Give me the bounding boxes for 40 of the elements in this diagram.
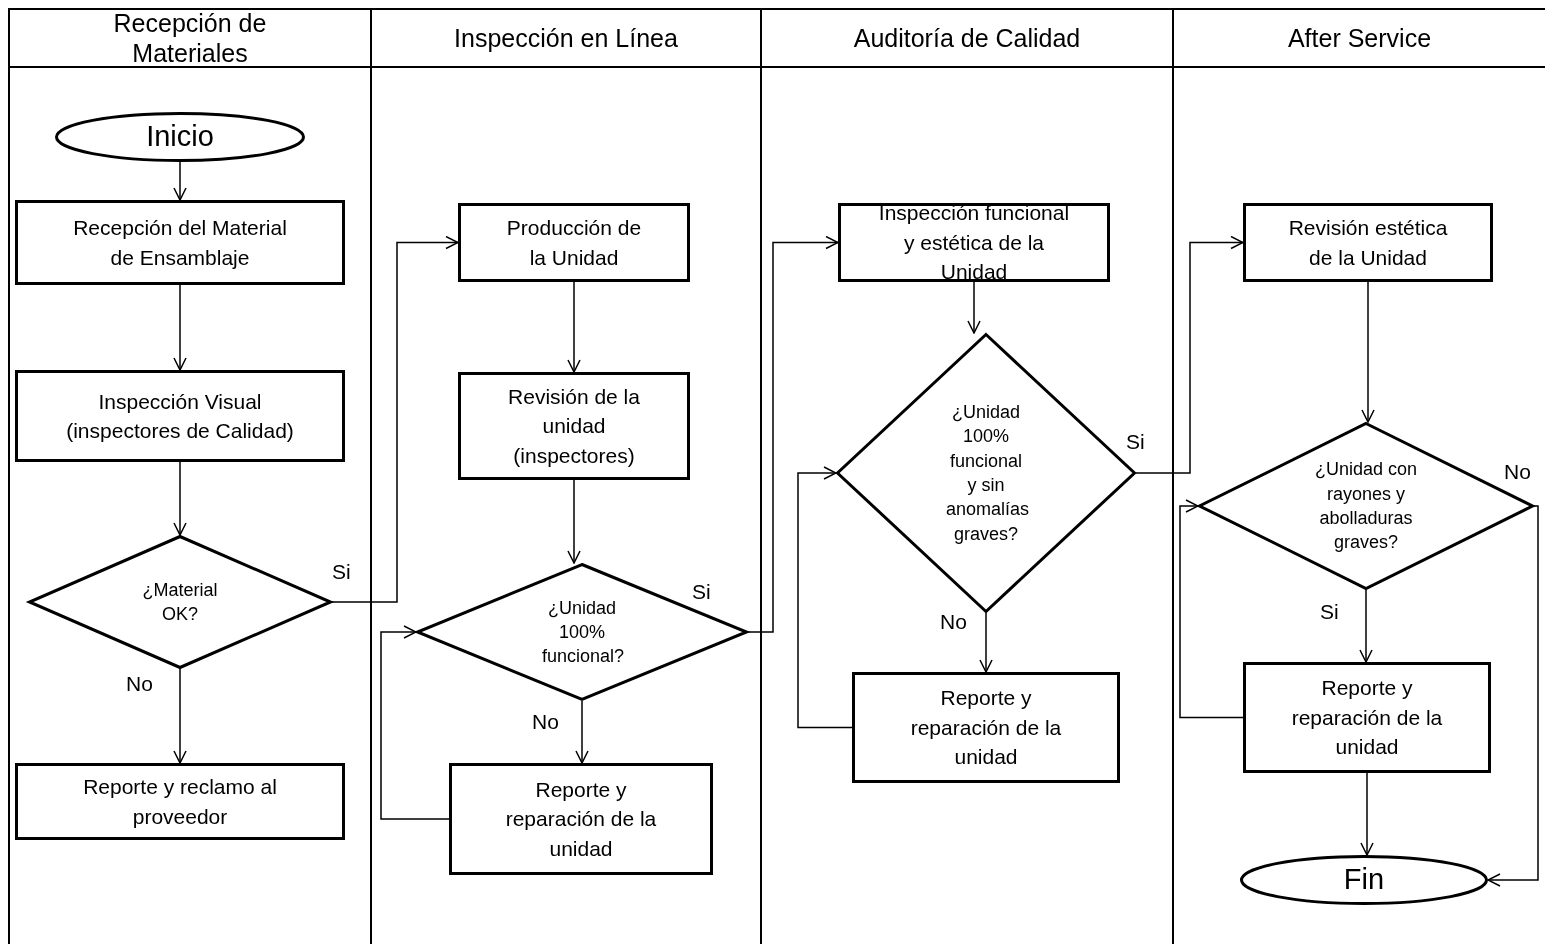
arrow bbox=[567, 479, 581, 564]
process-box: Producción de la Unidad bbox=[458, 203, 690, 282]
arrow bbox=[1487, 505, 1539, 887]
arrow bbox=[1361, 281, 1375, 423]
arrow bbox=[747, 235, 839, 633]
terminal-oval: Inicio bbox=[55, 112, 305, 162]
decision-diamond: ¿Material OK? bbox=[28, 535, 332, 669]
arrow bbox=[380, 625, 450, 820]
process-box: Reporte y reclamo al proveedor bbox=[15, 763, 345, 840]
swimlane bbox=[370, 8, 760, 944]
arrow bbox=[967, 281, 981, 334]
lane-title: Auditoría de Calidad bbox=[853, 23, 1081, 53]
process-box: Reporte y reparación de la unidad bbox=[449, 763, 713, 875]
arrow bbox=[173, 284, 187, 371]
process-box: Reporte y reparación de la unidad bbox=[852, 672, 1120, 783]
process-box: Inspección funcional y estética de la Unidad bbox=[838, 203, 1110, 282]
lane-title: Recepción de Materiales bbox=[112, 8, 268, 68]
swimlane bbox=[8, 8, 370, 944]
process-box: Reporte y reparación de la unidad bbox=[1243, 662, 1491, 773]
terminal-oval: Fin bbox=[1240, 855, 1488, 905]
process-box: Revisión de la unidad (inspectores) bbox=[458, 372, 690, 480]
arrow bbox=[173, 161, 187, 201]
arrow bbox=[1360, 772, 1374, 856]
process-box: Inspección Visual (inspectores de Calidad) bbox=[15, 370, 345, 462]
lane-title: After Service bbox=[1287, 23, 1432, 53]
arrow bbox=[797, 466, 853, 729]
arrow bbox=[575, 700, 589, 764]
process-box: Revisión estética de la Unidad bbox=[1243, 203, 1493, 282]
arrow bbox=[1135, 235, 1244, 474]
process-box: Recepción del Material de Ensamblaje bbox=[15, 200, 345, 285]
swimlane bbox=[1172, 8, 1545, 944]
arrow bbox=[173, 461, 187, 536]
arrow bbox=[173, 668, 187, 764]
lane-title: Inspección en Línea bbox=[454, 23, 678, 53]
arrow bbox=[1179, 499, 1244, 719]
arrow bbox=[567, 281, 581, 373]
arrow bbox=[979, 612, 993, 673]
swimlane bbox=[760, 8, 1172, 944]
arrow bbox=[1359, 589, 1373, 663]
arrow bbox=[331, 235, 459, 603]
